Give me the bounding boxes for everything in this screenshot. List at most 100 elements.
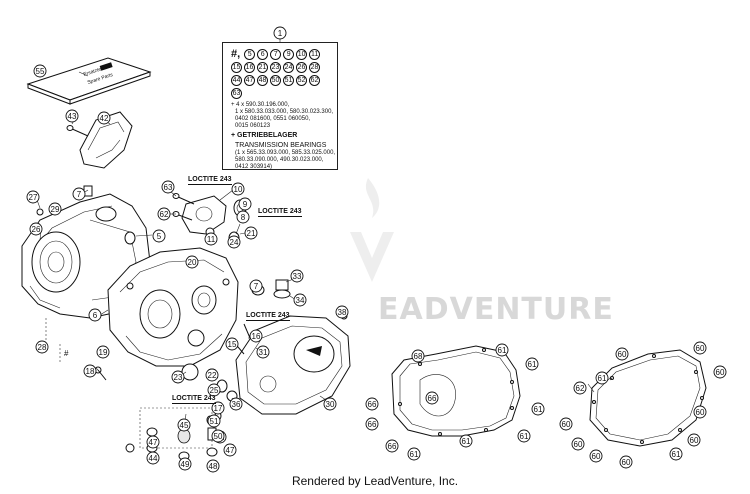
svg-text:21: 21 bbox=[247, 229, 256, 238]
kit-badge-9: 9 bbox=[283, 49, 295, 60]
svg-text:33: 33 bbox=[293, 272, 302, 281]
svg-text:62: 62 bbox=[160, 210, 169, 219]
clutch-cover-30 bbox=[94, 312, 351, 415]
callout-66: 66 bbox=[425, 391, 439, 405]
callout-51: 51 bbox=[207, 414, 221, 428]
kit-badge-16: 16 bbox=[244, 62, 255, 73]
svg-text:6: 6 bbox=[93, 311, 98, 320]
callout-48: 48 bbox=[206, 459, 220, 473]
callout-61: 61 bbox=[525, 357, 539, 371]
callout-50: 50 bbox=[211, 429, 225, 443]
kit-badge-26: 26 bbox=[296, 62, 307, 73]
callout-7: 7 bbox=[249, 279, 263, 293]
svg-text:62: 62 bbox=[576, 384, 585, 393]
svg-text:7: 7 bbox=[254, 282, 259, 291]
kit-badge-5: 5 bbox=[244, 49, 256, 60]
kit-badge-62: 62 bbox=[309, 75, 320, 86]
callout-61: 61 bbox=[459, 434, 473, 448]
kit-badge-23: 23 bbox=[270, 62, 281, 73]
spare-parts-manual-55: Ersatzteilliste Spare Parts bbox=[26, 57, 152, 105]
kit-badge-28: 28 bbox=[309, 62, 320, 73]
callout-31: 31 bbox=[256, 345, 270, 359]
svg-text:47: 47 bbox=[149, 438, 158, 447]
svg-text:55: 55 bbox=[36, 67, 45, 76]
leadventure-watermark-logo bbox=[350, 178, 394, 282]
svg-text:60: 60 bbox=[618, 350, 627, 359]
svg-text:66: 66 bbox=[388, 442, 397, 451]
callout-15: 15 bbox=[225, 337, 239, 351]
svg-text:23: 23 bbox=[174, 373, 183, 382]
callout-8: 8 bbox=[236, 210, 250, 224]
leadventure-watermark-text: EADVENTURE bbox=[378, 292, 614, 327]
callout-23: 23 bbox=[171, 370, 185, 384]
svg-text:60: 60 bbox=[696, 408, 705, 417]
callout-9: 9 bbox=[238, 197, 252, 211]
svg-text:17: 17 bbox=[214, 404, 223, 413]
svg-text:48: 48 bbox=[209, 462, 218, 471]
svg-text:51: 51 bbox=[210, 417, 219, 426]
callout-20: 20 bbox=[185, 255, 199, 269]
callout-43: 43 bbox=[65, 109, 79, 123]
svg-text:68: 68 bbox=[414, 352, 423, 361]
callout-19: 19 bbox=[96, 345, 110, 359]
kit-note-line-4: 0015 060123 bbox=[235, 123, 271, 129]
svg-text:66: 66 bbox=[368, 400, 377, 409]
svg-text:60: 60 bbox=[716, 368, 725, 377]
callout-61: 61 bbox=[531, 402, 545, 416]
kit-badge-48: 48 bbox=[257, 75, 268, 86]
footer-credit: Rendered by LeadVenture, Inc. bbox=[291, 474, 459, 488]
callout-62: 62 bbox=[573, 381, 587, 395]
svg-text:26: 26 bbox=[32, 225, 41, 234]
svg-text:42: 42 bbox=[100, 114, 109, 123]
kit-section-line-1: (1 x 565.33.093.000, 585.33.025.000, bbox=[235, 150, 336, 156]
callout-61: 61 bbox=[517, 429, 531, 443]
callout-28: 28 bbox=[35, 340, 49, 354]
svg-text:38: 38 bbox=[338, 308, 347, 317]
svg-text:10: 10 bbox=[234, 185, 243, 194]
drain-screws-group bbox=[125, 407, 222, 461]
svg-text:8: 8 bbox=[241, 213, 246, 222]
svg-text:66: 66 bbox=[368, 420, 377, 429]
callout-42: 42 bbox=[97, 111, 111, 125]
callout-29: 29 bbox=[48, 202, 62, 216]
svg-text:60: 60 bbox=[696, 344, 705, 353]
callout-60: 60 bbox=[693, 341, 707, 355]
callout-22: 22 bbox=[205, 368, 219, 382]
callout-66: 66 bbox=[385, 439, 399, 453]
callout-16: 16 bbox=[249, 329, 263, 343]
svg-text:18: 18 bbox=[86, 367, 95, 376]
svg-text:31: 31 bbox=[259, 348, 268, 357]
svg-text:30: 30 bbox=[326, 400, 335, 409]
kit-section-title-en: TRANSMISSION BEARINGS bbox=[235, 142, 327, 149]
sprocket-cover-42 bbox=[66, 111, 133, 169]
callout-38: 38 bbox=[335, 305, 349, 319]
svg-text:25: 25 bbox=[210, 386, 219, 395]
svg-text:19: 19 bbox=[99, 348, 108, 357]
svg-text:61: 61 bbox=[498, 346, 507, 355]
callout-60: 60 bbox=[615, 347, 629, 361]
callout-5: 5 bbox=[152, 229, 166, 243]
kit-badge-51: 51 bbox=[283, 75, 294, 86]
callout-61: 61 bbox=[595, 371, 609, 385]
clutch-cover-gasket-60 bbox=[589, 349, 707, 447]
svg-text:60: 60 bbox=[574, 440, 583, 449]
svg-text:61: 61 bbox=[534, 405, 543, 414]
callout-66: 66 bbox=[365, 417, 379, 431]
kit-badge-24: 24 bbox=[283, 62, 294, 73]
svg-text:44: 44 bbox=[149, 454, 158, 463]
svg-text:9: 9 bbox=[243, 200, 248, 209]
svg-text:36: 36 bbox=[232, 400, 241, 409]
kit-badge-44: 44 bbox=[231, 75, 242, 86]
callout-49: 49 bbox=[178, 457, 192, 471]
loctite-label-2: LOCTITE 243 bbox=[258, 208, 302, 217]
svg-text:47: 47 bbox=[226, 446, 235, 455]
callout-60: 60 bbox=[687, 433, 701, 447]
svg-text:7: 7 bbox=[77, 190, 82, 199]
svg-text:16: 16 bbox=[252, 332, 261, 341]
callout-21: 21 bbox=[244, 226, 258, 240]
callout-10: 10 bbox=[231, 182, 245, 196]
loctite-label-1: LOCTITE 243 bbox=[188, 176, 232, 185]
hash-marker: # bbox=[64, 349, 69, 358]
callout-18: 18 bbox=[83, 364, 97, 378]
